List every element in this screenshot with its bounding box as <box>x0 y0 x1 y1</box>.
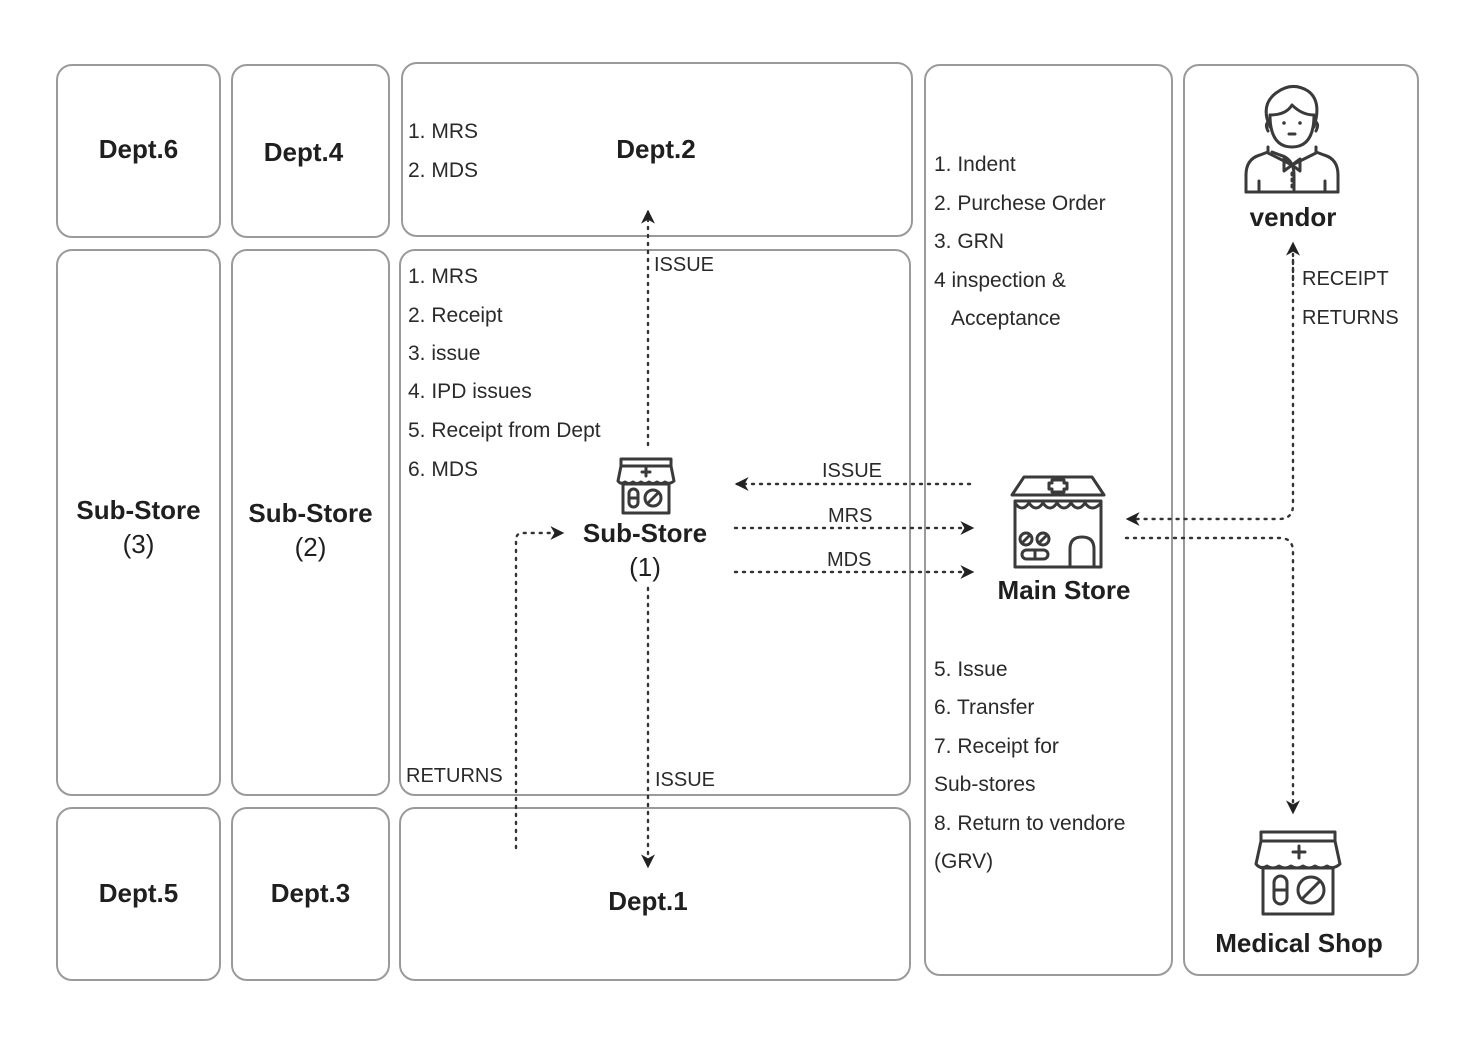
substore1-box <box>399 249 911 796</box>
substore1-title-line1: Sub-Store <box>582 518 708 548</box>
vendor-title: vendor <box>1249 202 1337 232</box>
substore1-item: 3. issue <box>408 342 481 365</box>
substore1-item: 4. IPD issues <box>408 380 532 403</box>
dept2-item: 2. MDS <box>408 159 479 182</box>
dept4-box <box>231 64 390 238</box>
main-store-item: 5. Issue <box>934 658 1008 681</box>
dept6-title: Dept.6 <box>98 134 179 164</box>
dept4-title: Dept.4 <box>263 137 344 167</box>
substore1-item: 6. MDS <box>408 458 479 481</box>
flow-label-receipt: RECEIPT <box>1302 268 1389 290</box>
substore3-box <box>56 249 221 796</box>
main-store-item: 6. Transfer <box>934 696 1035 719</box>
flow-label-returns-vendor: RETURNS <box>1302 307 1399 329</box>
dept5-title: Dept.5 <box>98 878 179 908</box>
substore1-item: 2. Receipt <box>408 304 503 327</box>
dept1-title: Dept.1 <box>608 886 688 916</box>
flow-label-issue-dept2: ISSUE <box>654 254 715 276</box>
substore2-box <box>231 249 390 796</box>
substore1-title-line2: (1) <box>629 552 661 582</box>
main-store-title: Main Store <box>997 575 1131 605</box>
dept1-box <box>399 807 911 981</box>
dept2-item: 1. MRS <box>408 120 479 143</box>
main-store-item: Acceptance <box>951 307 1061 330</box>
flow-label-issue-dept1: ISSUE <box>655 769 716 791</box>
main-store-item: (GRV) <box>934 850 994 873</box>
main-store-item: 4 inspection & <box>934 269 1066 292</box>
dept3-title: Dept.3 <box>270 878 351 908</box>
substore3-title-line1: Sub-Store <box>76 495 201 525</box>
substore1-item: 5. Receipt from Dept <box>408 419 601 442</box>
flow-label-issue-main: ISSUE <box>822 460 883 482</box>
substore2-title-line1: Sub-Store <box>248 498 373 528</box>
flow-label-mrs: MRS <box>828 505 873 527</box>
flow-label-returns-dept1: RETURNS <box>406 765 503 787</box>
main-store-item: 3. GRN <box>934 230 1005 253</box>
substore2-title-line2: (2) <box>294 532 327 562</box>
flow-label-mds: MDS <box>827 549 872 571</box>
main-store-item: 8. Return to vendore <box>934 812 1126 835</box>
substore1-title: Sub-Store (1) <box>560 516 730 584</box>
substore3-title: Sub-Store (3) <box>56 493 221 561</box>
main-store-item: 7. Receipt for <box>934 735 1059 758</box>
dept2-title: Dept.2 <box>616 134 696 164</box>
dept5-box <box>56 807 221 981</box>
dept6-box <box>56 64 221 238</box>
substore2-title: Sub-Store (2) <box>231 496 390 564</box>
medical-shop-title: Medical Shop <box>1215 928 1383 958</box>
dept2-box <box>401 62 913 237</box>
main-store-item: Sub-stores <box>934 773 1036 796</box>
substore1-item: 1. MRS <box>408 265 479 288</box>
main-store-item: 2. Purchese Order <box>934 192 1106 215</box>
substore3-title-line2: (3) <box>122 529 155 559</box>
main-store-item: 1. Indent <box>934 153 1016 176</box>
dept3-box <box>231 807 390 981</box>
